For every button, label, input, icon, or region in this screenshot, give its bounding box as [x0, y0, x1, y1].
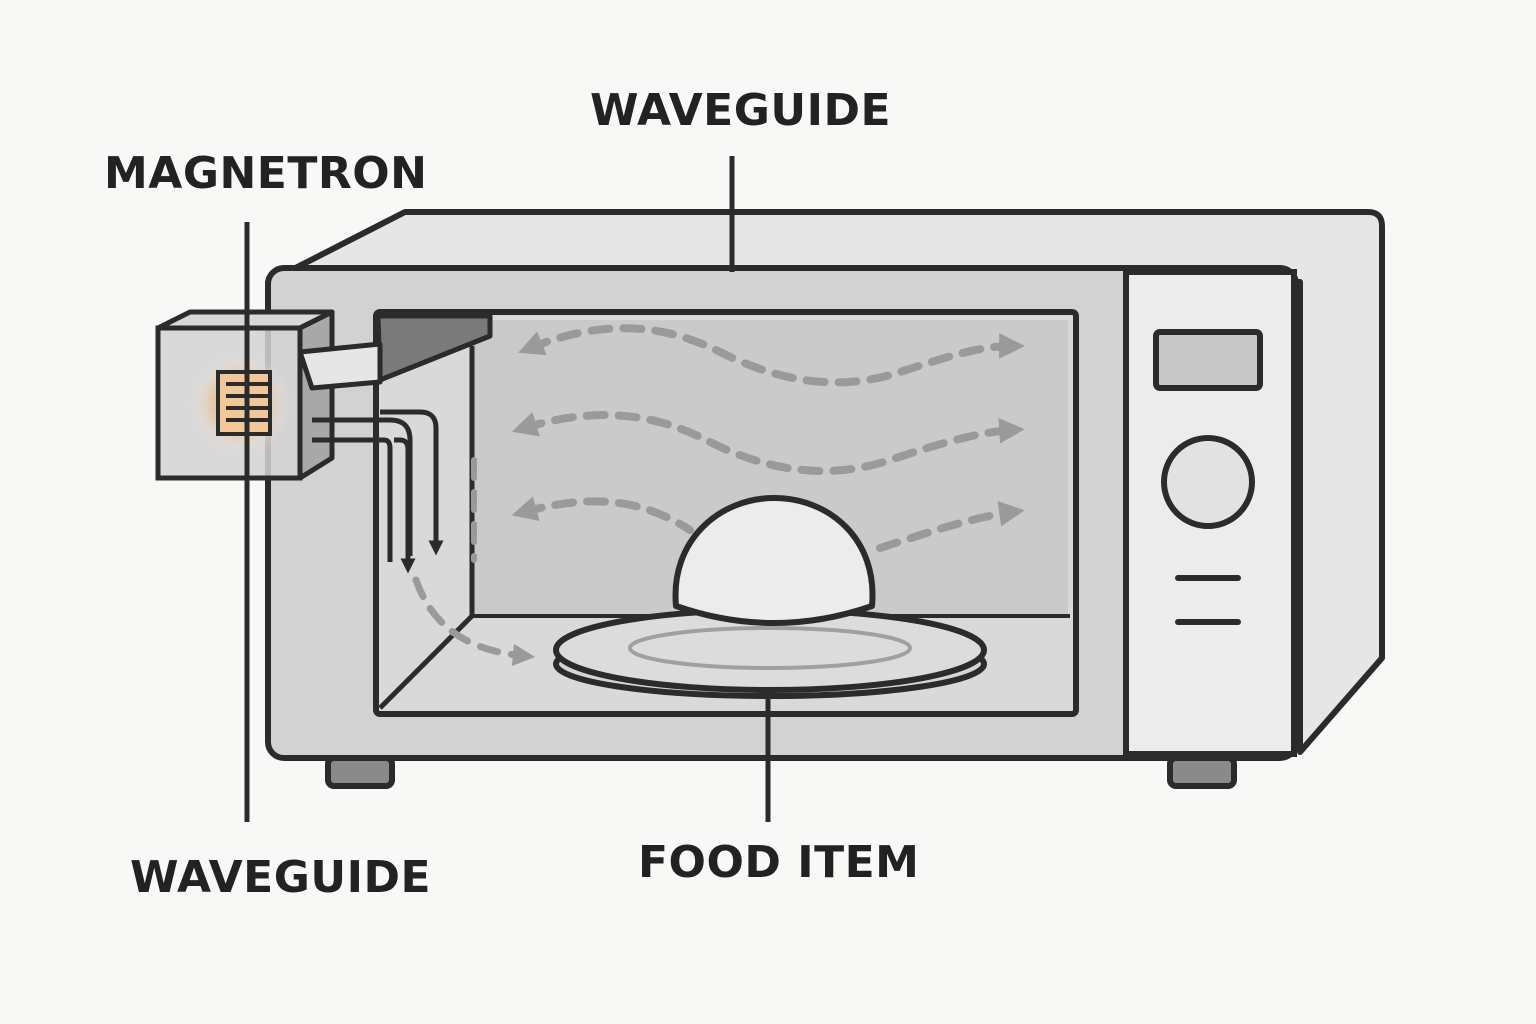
label-waveguide-top: WAVEGUIDE: [590, 85, 892, 136]
waveguide-connector: [297, 341, 444, 574]
magnetron-box-side: [297, 309, 335, 481]
magnetron-coil-icon: [216, 370, 272, 436]
foot-right: [1167, 755, 1237, 789]
waveguide-lower-pipe: [312, 417, 413, 556]
wave-arrow-2: [511, 411, 1025, 475]
wave-arrow-3: [524, 501, 1012, 552]
waveguide-down-arrow-2: [394, 437, 416, 574]
label-waveguide-bottom: WAVEGUIDE: [130, 852, 432, 903]
turntable-inner-ring: [628, 626, 912, 670]
turntable: [553, 607, 987, 699]
waveguide-lower-pipe-inner: [312, 437, 393, 562]
waveguide-down-arrow-1: [380, 409, 444, 556]
microwave-waves: [412, 324, 1025, 667]
label-magnetron: MAGNETRON: [104, 148, 428, 199]
wave-arrow-5: [412, 576, 536, 667]
magnetron: [155, 309, 335, 481]
foot-left: [325, 755, 395, 789]
food-item-shape: [672, 495, 876, 626]
wave-arrow-1: [518, 324, 1025, 387]
label-food-item: FOOD ITEM: [638, 837, 920, 888]
waveguide-upper-pipe: [297, 341, 383, 391]
knob-icon[interactable]: [1161, 435, 1255, 529]
display-icon: [1153, 329, 1263, 391]
leader-lines: [244, 156, 771, 822]
